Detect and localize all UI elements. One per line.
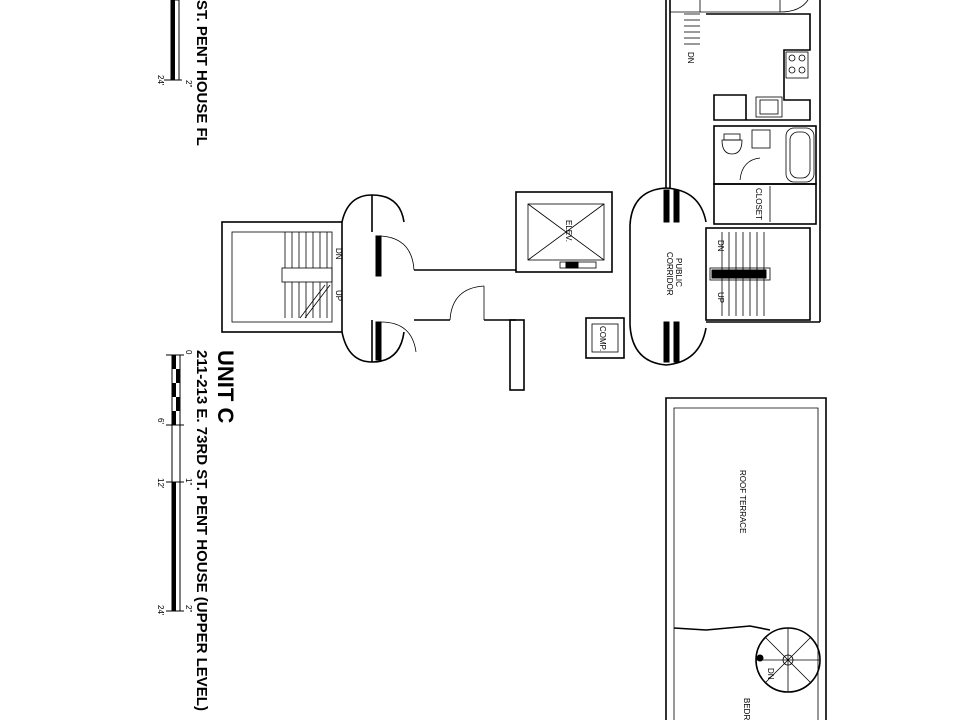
title-block-partial: ST. PENT HOUSE FL 2" 24' bbox=[156, 0, 210, 146]
stair-left-up: UP bbox=[334, 290, 343, 301]
stair-right-up: UP bbox=[716, 292, 725, 303]
public-corridor: PUBLIC CORRIDOR bbox=[629, 187, 707, 366]
closet-label: CLOSET bbox=[754, 188, 763, 220]
left-stair: DN UP bbox=[221, 221, 343, 333]
compactor-label: COMP. bbox=[598, 326, 607, 351]
stair-right-dn: DN bbox=[716, 240, 725, 252]
scale-tick-6: 6' bbox=[156, 418, 165, 424]
elevator-core: ELEV. bbox=[515, 191, 613, 273]
unit-stair-dn: DN bbox=[686, 52, 695, 64]
scale-bar-partial: 2" 24' bbox=[156, 0, 193, 87]
right-stair: DN UP bbox=[705, 227, 811, 321]
spiral-stair: DN bbox=[755, 627, 821, 693]
public-corridor-label-2: CORRIDOR bbox=[665, 252, 674, 296]
compactor: COMP. bbox=[585, 317, 625, 359]
scale-ratio-1: 1" bbox=[184, 478, 193, 485]
scale-ratio-2: 2" bbox=[184, 605, 193, 612]
stair-left-dn: DN bbox=[334, 248, 343, 260]
elevator-label: ELEV. bbox=[564, 220, 573, 242]
scale-tick-24: 24' bbox=[156, 605, 165, 616]
address-partial: ST. PENT HOUSE FL bbox=[193, 0, 210, 146]
scale-tick-0: 0 bbox=[184, 350, 193, 355]
apartment-upper: DN CLOSET bbox=[665, 0, 821, 323]
public-corridor-label-1: PUBLIC bbox=[674, 258, 683, 287]
roof-terrace: ROOF TERRACE DN BEDR bbox=[665, 397, 827, 720]
bedroom-label-partial: BEDR bbox=[742, 698, 751, 720]
address-title: 211-213 E. 73RD ST. PENT HOUSE (UPPER LE… bbox=[193, 350, 210, 711]
unit-title: UNIT C bbox=[213, 350, 238, 423]
title-block: UNIT C 211-213 E. 73RD ST. PENT HOUSE (U… bbox=[156, 350, 238, 711]
roof-terrace-label: ROOF TERRACE bbox=[738, 470, 747, 533]
spiral-stair-dn: DN bbox=[766, 668, 775, 680]
scale-ratio-partial: 2" bbox=[184, 80, 193, 87]
scale-bar: 0 6' 12' 1" 24' 2" bbox=[156, 350, 193, 616]
scale-tick-partial: 24' bbox=[156, 75, 165, 86]
scale-tick-12: 12' bbox=[156, 478, 165, 489]
left-lobby bbox=[341, 194, 525, 391]
